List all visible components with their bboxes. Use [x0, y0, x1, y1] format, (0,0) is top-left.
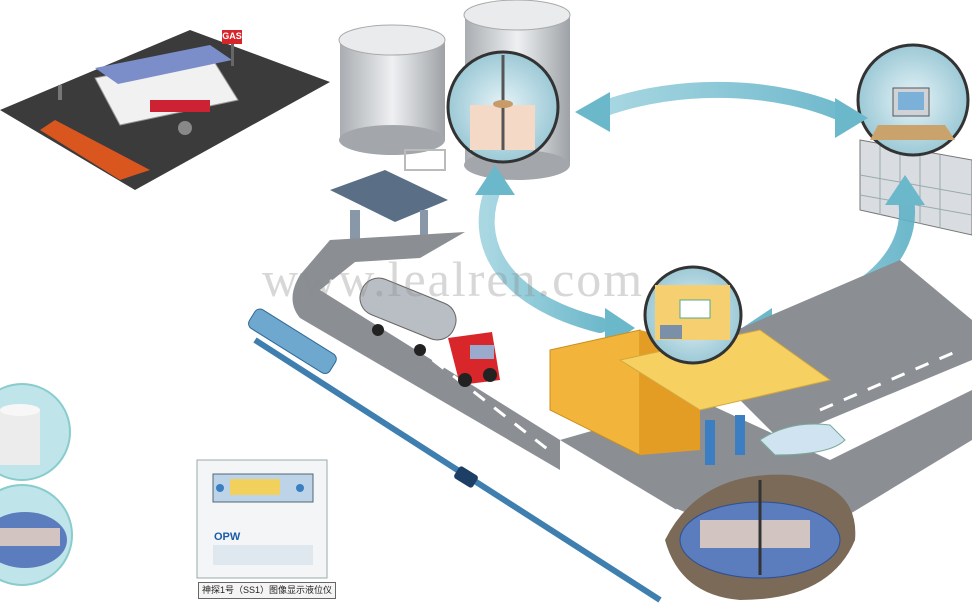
loading-rack	[330, 170, 448, 245]
console-unit	[196, 459, 328, 579]
tank-probe-bubble	[446, 50, 560, 164]
thumbnail-tanks	[0, 383, 71, 481]
level-probe	[248, 308, 662, 603]
watermark-text: www.lealren.com	[262, 251, 645, 307]
underground-tank	[665, 474, 856, 600]
console-brand-label: OPW	[214, 531, 241, 543]
tanker-truck	[359, 277, 500, 387]
station-computer-bubble	[643, 265, 743, 365]
office-computer-bubble	[856, 43, 970, 157]
gas-sign-label: GAS	[222, 31, 242, 41]
product-caption: 神探1号（SS1）图像显示液位仪	[198, 582, 336, 599]
thumbnail-underground	[0, 484, 73, 586]
gas-station-overview	[0, 30, 330, 190]
